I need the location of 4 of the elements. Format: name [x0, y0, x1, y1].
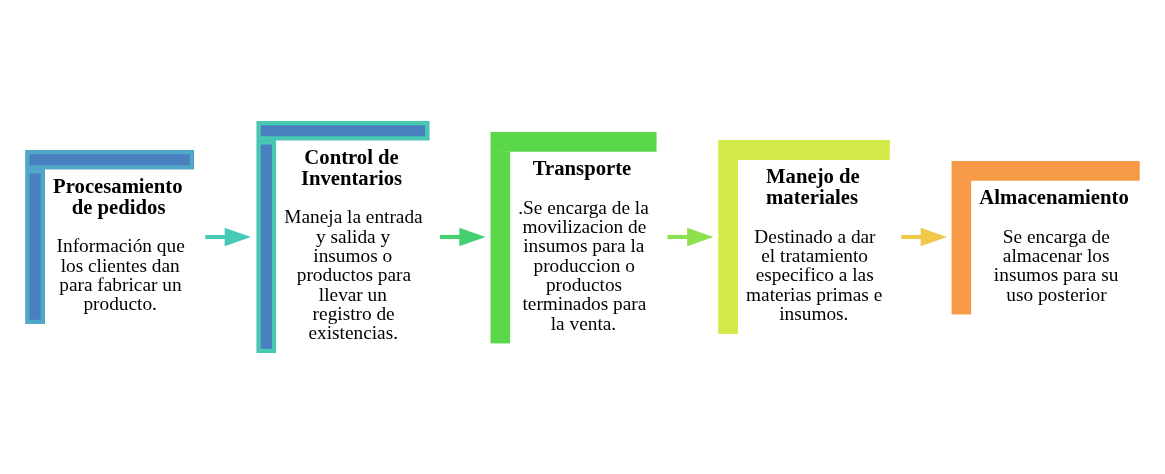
arrow: [667, 227, 714, 247]
arrow: [439, 227, 486, 247]
arrow: [205, 227, 251, 247]
arrow: [901, 227, 947, 247]
